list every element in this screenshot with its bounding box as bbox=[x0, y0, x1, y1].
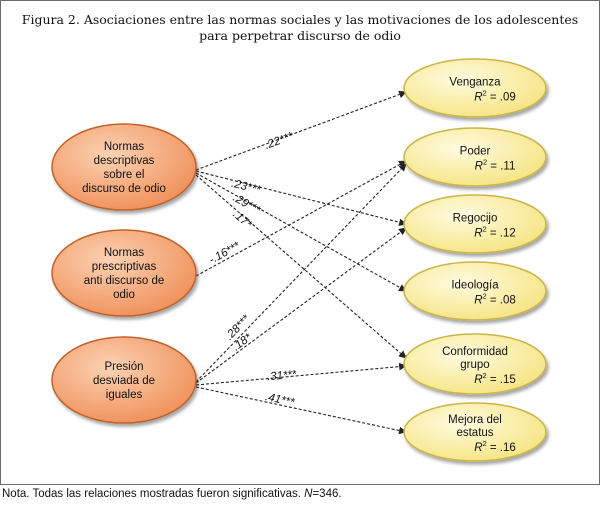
predictor-node-p1: Normas descriptivas sobre el discurso de od… bbox=[51, 123, 197, 211]
note-text: Nota. Todas las relaciones mostradas fue… bbox=[2, 488, 305, 500]
predictor-label: Presión bbox=[105, 361, 144, 373]
predictor-label: prescriptivas bbox=[92, 261, 157, 273]
outcome-ellipse bbox=[403, 194, 547, 254]
outcome-ellipse bbox=[403, 127, 547, 187]
note-n-value: =346. bbox=[312, 488, 342, 500]
figure-title-line-2: para perpetrar discurso de odio bbox=[199, 28, 401, 43]
figure-title-line-1: Figura 2. Asociaciones entre las normas … bbox=[21, 12, 579, 27]
figure-title: Figura 2. Asociaciones entre las normas … bbox=[0, 12, 600, 44]
outcome-label: Conformidad bbox=[442, 346, 508, 358]
outcome-label: Poder bbox=[460, 146, 491, 158]
path-coefficients: .22***.23***.29***.17*-.16***.28***.18*.… bbox=[207, 130, 297, 409]
path-arrow-p2-o2 bbox=[195, 160, 407, 277]
path-arrow-p3-o2 bbox=[195, 163, 407, 383]
path-coefficient-p3-o5: .31*** bbox=[267, 369, 298, 384]
predictor-label: sobre el bbox=[104, 169, 145, 181]
outcome-r2: R2 = .12 bbox=[474, 225, 516, 240]
outcome-r2: R2 = .08 bbox=[474, 292, 516, 307]
outcome-r2: R2 = .09 bbox=[474, 89, 516, 104]
path-diagram: .22***.23***.29***.17*-.16***.28***.18*.… bbox=[51, 58, 547, 462]
diagram-nodes: Normas descriptivas sobre el discurso de od… bbox=[51, 58, 547, 462]
predictor-label: discurso de odio bbox=[82, 183, 166, 195]
outcome-label: Ideología bbox=[451, 280, 499, 292]
outcome-label: estatus bbox=[456, 427, 493, 439]
outcome-label: Regocijo bbox=[453, 213, 498, 225]
path-arrow-p3-o3 bbox=[195, 227, 407, 384]
predictor-label: iguales bbox=[106, 389, 143, 401]
predictor-ellipse bbox=[51, 229, 197, 317]
note-n-symbol: N bbox=[304, 488, 313, 500]
outcome-label: grupo bbox=[460, 359, 489, 371]
path-coefficient-p1-o1: .22*** bbox=[263, 130, 295, 152]
path-coefficient-p3-o6: .41*** bbox=[264, 391, 296, 409]
path-arrow-p1-o5 bbox=[195, 174, 407, 359]
path-arrow-p3-o5 bbox=[195, 362, 407, 386]
predictor-label: odio bbox=[113, 289, 135, 301]
predictor-node-p2: Normas prescriptivas anti discurso de odio bbox=[51, 229, 197, 317]
outcome-ellipse bbox=[403, 261, 547, 321]
outcome-ellipse bbox=[403, 58, 547, 118]
predictor-ellipse bbox=[51, 336, 197, 424]
path-arrow-p1-o1 bbox=[195, 90, 407, 171]
path-coefficient-p2-o2: -.16*** bbox=[207, 240, 242, 267]
outcome-r2: R2 = .11 bbox=[475, 158, 516, 173]
outcome-r2: R2 = .15 bbox=[474, 371, 516, 386]
outcome-ellipse bbox=[403, 402, 547, 462]
outcome-r2: R2 = .16 bbox=[474, 439, 516, 454]
figure-note: Nota. Todas las relaciones mostradas fue… bbox=[2, 488, 342, 500]
path-arrow-p1-o3 bbox=[195, 170, 407, 227]
predictor-node-p3: Presión desviada de iguales bbox=[51, 336, 197, 424]
path-arrows bbox=[195, 90, 407, 435]
path-arrow-p1-o4 bbox=[195, 172, 407, 292]
outcome-label: Mejora del bbox=[448, 414, 502, 426]
predictor-label: Normas bbox=[104, 141, 145, 153]
predictor-label: Normas bbox=[104, 247, 145, 259]
predictor-label: descriptivas bbox=[94, 155, 155, 167]
path-arrow-p3-o6 bbox=[195, 386, 407, 435]
outcome-label: Venganza bbox=[449, 77, 501, 89]
predictor-ellipse bbox=[51, 123, 197, 211]
predictor-label: anti discurso de bbox=[84, 275, 165, 287]
outcome-ellipse bbox=[403, 333, 547, 395]
predictor-label: desviada de bbox=[93, 375, 155, 387]
